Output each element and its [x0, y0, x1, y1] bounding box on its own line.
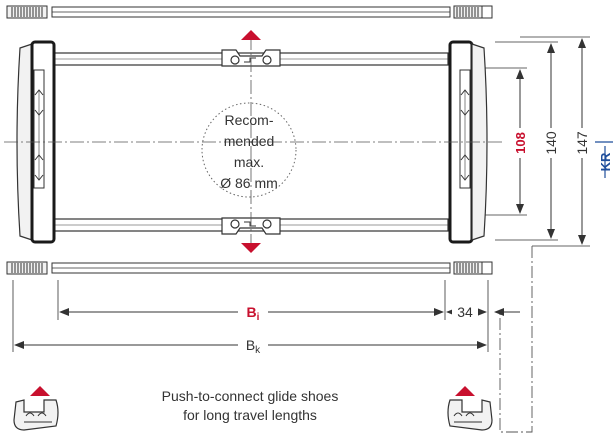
inner-width-label: Bi: [247, 304, 260, 323]
top-crossbar: [6, 5, 493, 19]
bending-radius-indicator: KR: [595, 141, 613, 178]
callout-line-3: max.: [234, 154, 264, 170]
travel-path-outline: [499, 246, 533, 433]
inner-height-label: 108: [513, 132, 528, 154]
offset-label: 34: [457, 304, 473, 320]
dimension-outer-height-147: 147: [520, 36, 592, 247]
dimension-offset-34: 34: [446, 303, 520, 321]
arrow-up-icon: [30, 386, 50, 396]
outer-height-147-label: 147: [574, 131, 590, 155]
dimension-outer-width: Bk: [14, 337, 487, 356]
glide-shoe-icon: [13, 399, 59, 431]
outer-width-label: Bk: [246, 337, 261, 356]
arrow-up-icon: [455, 386, 475, 396]
arrow-down-icon: [241, 243, 261, 253]
callout-line-1: Recom-: [224, 112, 273, 128]
bending-radius-label: KR: [598, 152, 613, 171]
dimension-inner-width: Bi: [59, 304, 444, 323]
recommended-cable-circle: [201, 102, 297, 198]
horizontal-extension-lines: [12, 280, 489, 352]
bottom-crossbar: [6, 261, 493, 275]
note-line-2: for long travel lengths: [183, 407, 317, 423]
dimension-inner-height: 108: [485, 67, 530, 216]
glide-shoe-left: [13, 386, 59, 431]
callout-line-2: mended: [224, 133, 275, 149]
centerlines: [4, 36, 505, 250]
outer-height-140-label: 140: [543, 131, 559, 155]
callout-line-4: Ø 86 mm: [220, 175, 278, 191]
bottom-separator-connector: [221, 217, 281, 235]
arrow-up-icon: [241, 30, 261, 40]
dimension-outer-height-140: 140: [495, 41, 561, 241]
note-line-1: Push-to-connect glide shoes: [162, 388, 339, 404]
glide-shoe-right: [447, 386, 493, 431]
